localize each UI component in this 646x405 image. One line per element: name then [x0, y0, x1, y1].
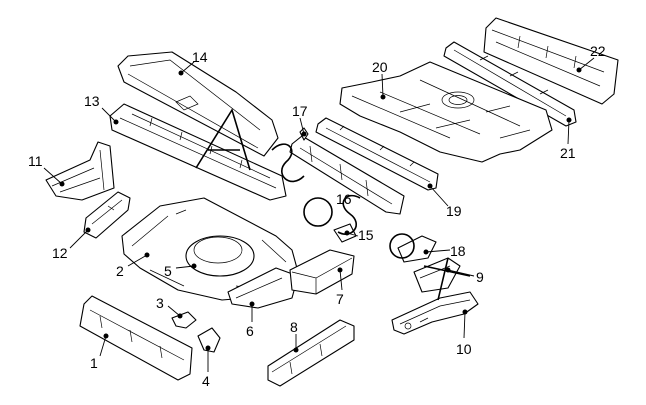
callout-7: 7 — [336, 291, 344, 307]
part-4-grommet — [197, 327, 221, 353]
part-10-mount-bracket — [391, 291, 479, 335]
leader-lines — [43, 57, 595, 372]
callout-4: 4 — [202, 373, 210, 389]
callout-12: 12 — [52, 245, 68, 261]
part-2-spare-wheel-floor — [121, 197, 299, 301]
callout-19: 19 — [446, 203, 462, 219]
callout-6: 6 — [246, 323, 254, 339]
callout-20: 20 — [372, 59, 388, 75]
callout-16: 16 — [336, 191, 352, 207]
part-1-front-cross-member — [79, 295, 193, 381]
part-9-small-bracket — [413, 257, 461, 293]
part-20-rear-floor-pan — [339, 61, 553, 163]
part-15-clip — [333, 223, 357, 243]
callout-labels: 1 2 3 4 5 6 7 8 9 10 11 12 13 14 15 16 1… — [28, 43, 606, 389]
callout-1: 1 — [90, 355, 98, 371]
callout-15: 15 — [358, 227, 374, 243]
part-7-box-member — [289, 249, 355, 295]
callout-18: 18 — [450, 243, 466, 259]
part-12-bracket — [83, 191, 131, 239]
callout-8: 8 — [290, 319, 298, 335]
part-19-floor-cross-member — [315, 117, 439, 191]
part-3-plug — [171, 311, 197, 329]
part-22-rear-cross-member — [483, 17, 619, 105]
part-8-sill-rail — [267, 319, 355, 387]
callout-9: 9 — [476, 269, 484, 285]
callout-11: 11 — [28, 153, 43, 169]
callout-22: 22 — [590, 43, 606, 59]
callout-5: 5 — [164, 263, 172, 279]
part-11-side-floor-panel — [45, 141, 115, 201]
callout-2: 2 — [116, 263, 124, 279]
part-6-floor-extension — [227, 267, 299, 309]
callout-17: 17 — [292, 103, 308, 119]
callout-13: 13 — [84, 93, 100, 109]
part-13-rear-seat-panel — [109, 103, 287, 201]
callout-14: 14 — [192, 49, 208, 65]
callout-3: 3 — [156, 295, 164, 311]
callout-10: 10 — [456, 341, 472, 357]
callout-21: 21 — [560, 145, 576, 161]
part-21-rear-side-member — [443, 41, 577, 127]
